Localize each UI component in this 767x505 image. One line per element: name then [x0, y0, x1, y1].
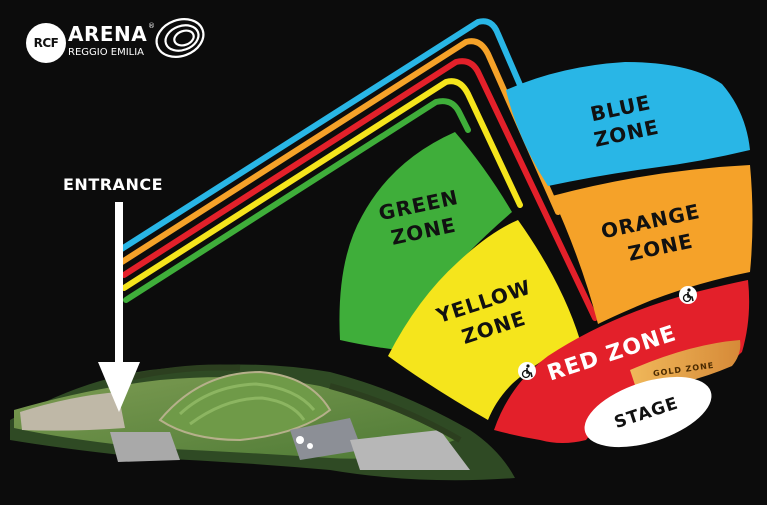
green-zone[interactable] — [339, 132, 512, 350]
down-arrow-icon — [98, 202, 140, 412]
rcf-badge: RCF — [26, 23, 66, 63]
arena-logo-name: ARENA — [68, 22, 148, 46]
blue-zone[interactable] — [506, 62, 750, 186]
zone-connector-lines — [117, 18, 598, 321]
arena-logo-subtitle: REGGIO EMILIA — [68, 47, 145, 58]
orange-zone[interactable] — [552, 165, 753, 324]
red-connector-line — [121, 58, 598, 321]
stage-area[interactable] — [576, 363, 720, 461]
wheelchair-icon — [518, 362, 536, 380]
swirl-logo-icon — [155, 18, 205, 58]
yellow-zone[interactable] — [388, 220, 580, 420]
wheelchair-icon — [679, 286, 697, 304]
green-connector-line — [123, 98, 471, 303]
blue-connector-line — [117, 18, 523, 253]
orange-connector-line — [119, 38, 561, 265]
registered-mark: ® — [148, 22, 155, 30]
yellow-connector-line — [121, 78, 523, 291]
red-zone[interactable] — [494, 280, 750, 443]
entrance-label: ENTRANCE — [63, 175, 163, 194]
